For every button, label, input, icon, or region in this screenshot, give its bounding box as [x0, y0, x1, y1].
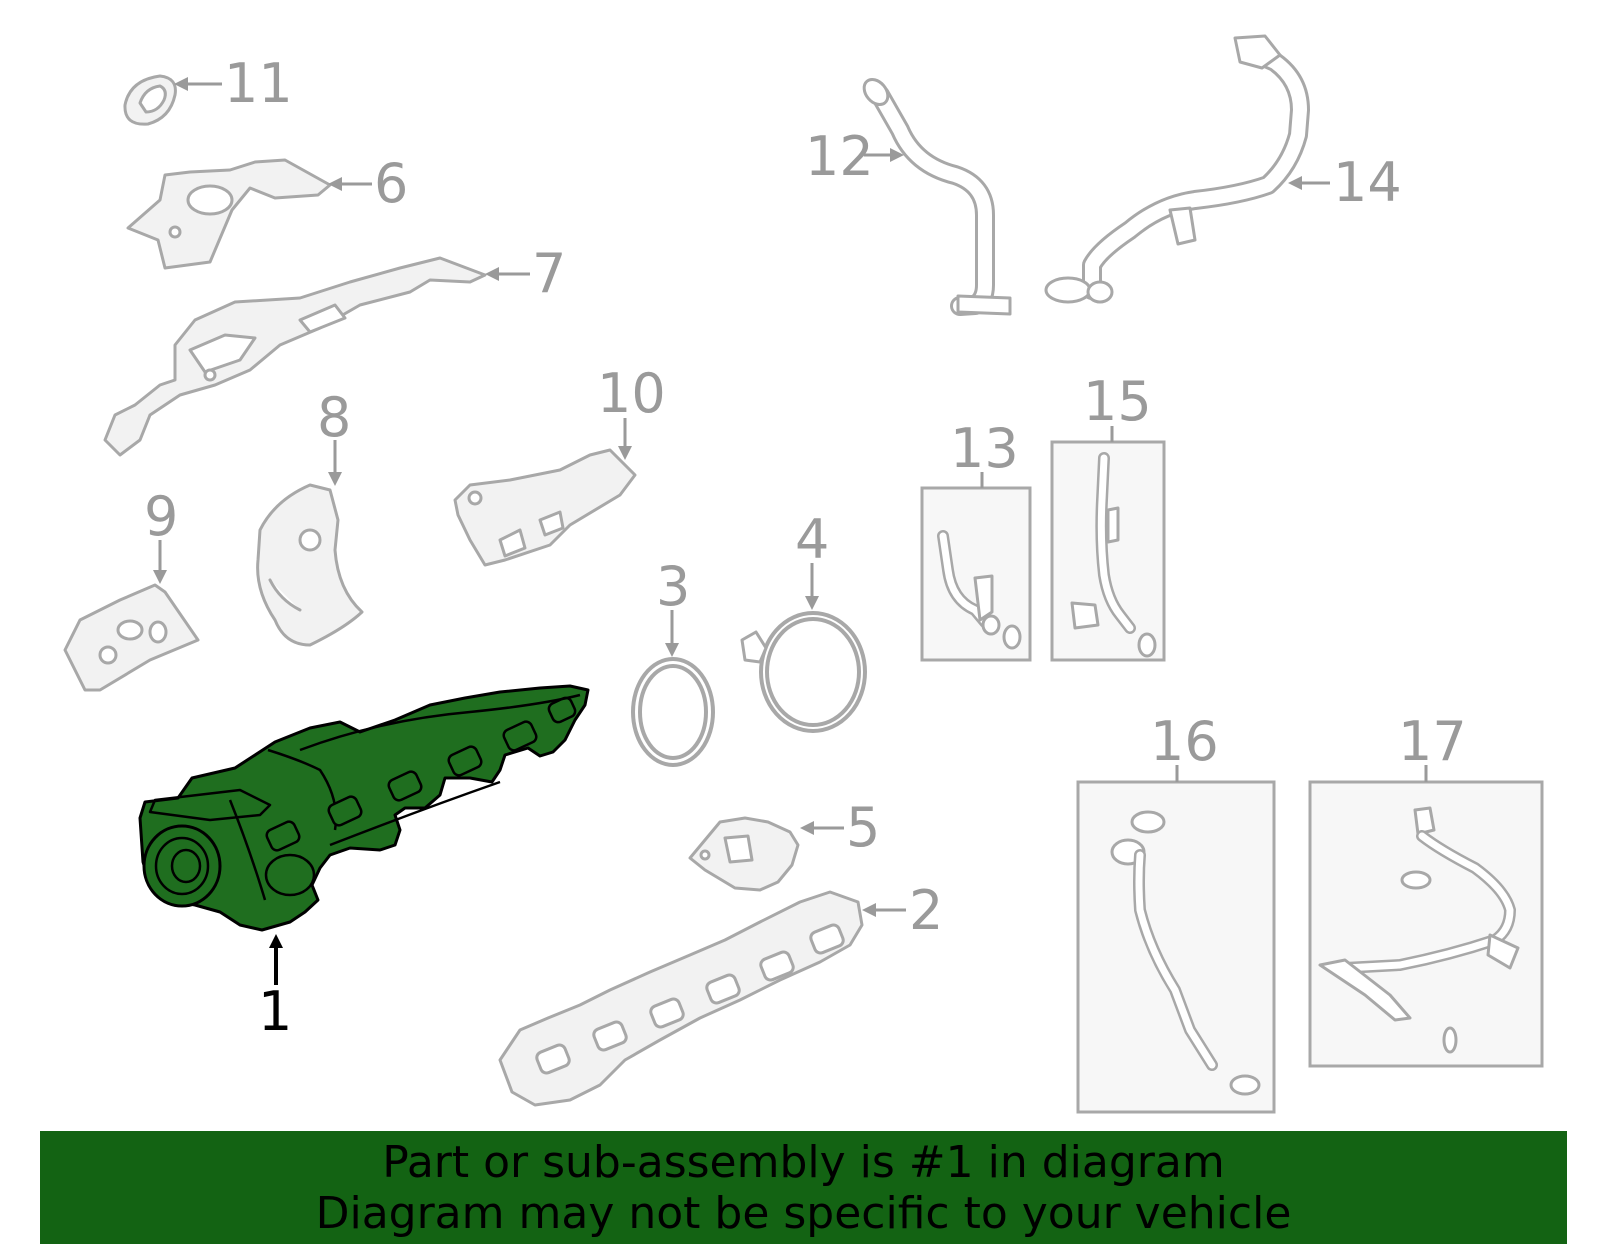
part-8-heat-shield[interactable]: [256, 483, 364, 647]
callout-12-label: 12: [805, 125, 874, 188]
callout-4: 4: [795, 508, 829, 610]
callout-1: 1: [258, 934, 292, 1043]
banner-disclaimer: Diagram may not be specific to your vehi…: [315, 1187, 1292, 1239]
part-7-heat-shield-long[interactable]: [103, 256, 487, 457]
part-12-hose[interactable]: [859, 75, 1012, 316]
part-1-turbocharger-manifold[interactable]: [138, 684, 590, 932]
callout-7: 7: [485, 242, 566, 305]
callout-6: 6: [328, 152, 408, 215]
callout-3: 3: [656, 555, 690, 657]
part-13-box[interactable]: [920, 486, 1032, 662]
part-4-clamp[interactable]: [740, 611, 867, 733]
part-6-heat-shield[interactable]: [126, 158, 332, 270]
part-16-box[interactable]: [1076, 780, 1276, 1114]
callout-2: 2: [862, 879, 943, 942]
callout-5-label: 5: [846, 796, 880, 859]
part-10-heat-shield[interactable]: [453, 448, 637, 567]
callout-14-label: 14: [1333, 151, 1402, 214]
callout-9-label: 9: [144, 485, 178, 548]
callout-15: 15: [1083, 370, 1152, 442]
callout-1-label: 1: [258, 980, 292, 1043]
part-2-exhaust-gasket[interactable]: [498, 890, 864, 1107]
callout-12: 12: [805, 125, 904, 188]
part-3-gasket[interactable]: [631, 657, 715, 767]
callout-10: 10: [597, 362, 666, 460]
callout-8: 8: [317, 386, 351, 486]
callout-10-label: 10: [597, 362, 666, 425]
callout-11: 11: [174, 52, 293, 115]
part-11-seal[interactable]: [123, 74, 177, 126]
callout-16-label: 16: [1150, 710, 1219, 773]
callout-9: 9: [144, 485, 178, 584]
callout-6-label: 6: [374, 152, 408, 215]
part-9-heat-shield[interactable]: [63, 583, 200, 692]
callout-17-label: 17: [1398, 710, 1467, 773]
callout-3-label: 3: [656, 555, 690, 618]
callout-2-label: 2: [909, 879, 943, 942]
callout-14: 14: [1288, 151, 1402, 214]
callout-4-label: 4: [795, 508, 829, 571]
callout-8-label: 8: [317, 386, 351, 449]
callout-16: 16: [1150, 710, 1219, 782]
callout-11-label: 11: [224, 52, 293, 115]
part-14-pipe[interactable]: [1044, 34, 1310, 304]
part-17-box[interactable]: [1308, 780, 1544, 1068]
callout-15-label: 15: [1083, 370, 1152, 433]
callout-13-label: 13: [950, 417, 1019, 480]
callout-7-label: 7: [532, 242, 566, 305]
callout-13: 13: [950, 417, 1019, 488]
banner-part-note: Part or sub-assembly is #1 in diagram: [382, 1136, 1225, 1188]
part-15-box[interactable]: [1050, 440, 1166, 662]
info-banner: Part or sub-assembly is #1 in diagram Di…: [40, 1131, 1567, 1244]
part-5-bracket[interactable]: [688, 816, 800, 892]
callout-5: 5: [800, 796, 880, 859]
callout-17: 17: [1398, 710, 1467, 782]
